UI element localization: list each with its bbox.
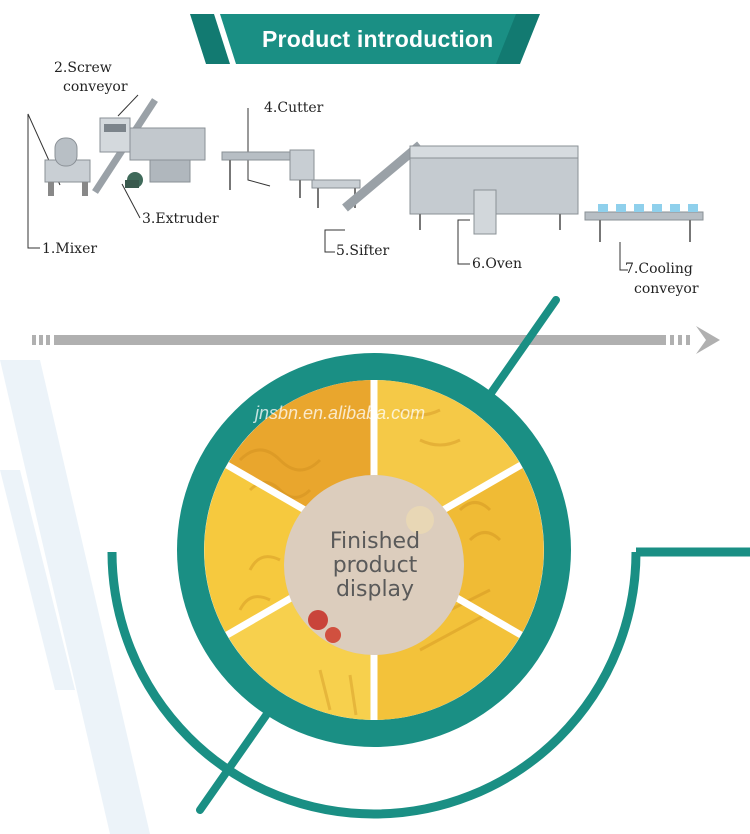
label-mixer: 1.Mixer	[42, 241, 98, 257]
cutter-machine	[221, 149, 315, 198]
title-banner	[190, 14, 540, 64]
extruder-machine	[125, 127, 206, 188]
label-extruder: 3.Extruder	[142, 211, 219, 227]
banner-title: Product introduction	[262, 26, 494, 52]
flow-arrow	[32, 326, 720, 354]
label-cutter: 4.Cutter	[264, 100, 324, 116]
label-oven: 6.Oven	[472, 256, 523, 272]
production-line-illustration	[27, 94, 704, 271]
oven-machine	[342, 141, 579, 235]
label-cooling-conveyor-line1: 7.Cooling	[625, 261, 693, 277]
label-cooling-conveyor-line2: conveyor	[634, 281, 699, 297]
display-title: Finished product display	[300, 530, 450, 602]
label-screw-conveyor-line2: conveyor	[63, 79, 128, 95]
finished-product-display	[107, 296, 750, 819]
screw-conveyor-machine	[92, 98, 158, 194]
watermark: jnsbn.en.alibaba.com	[255, 403, 426, 423]
label-sifter: 5.Sifter	[336, 243, 390, 259]
display-title-line3: display	[335, 577, 415, 602]
label-screw-conveyor-line1: 2.Screw	[54, 60, 112, 76]
display-title-line2: product	[332, 553, 418, 578]
cooling-conveyor-machine	[584, 204, 704, 242]
display-title-line1: Finished	[329, 529, 421, 554]
mixer-machine	[44, 137, 91, 196]
